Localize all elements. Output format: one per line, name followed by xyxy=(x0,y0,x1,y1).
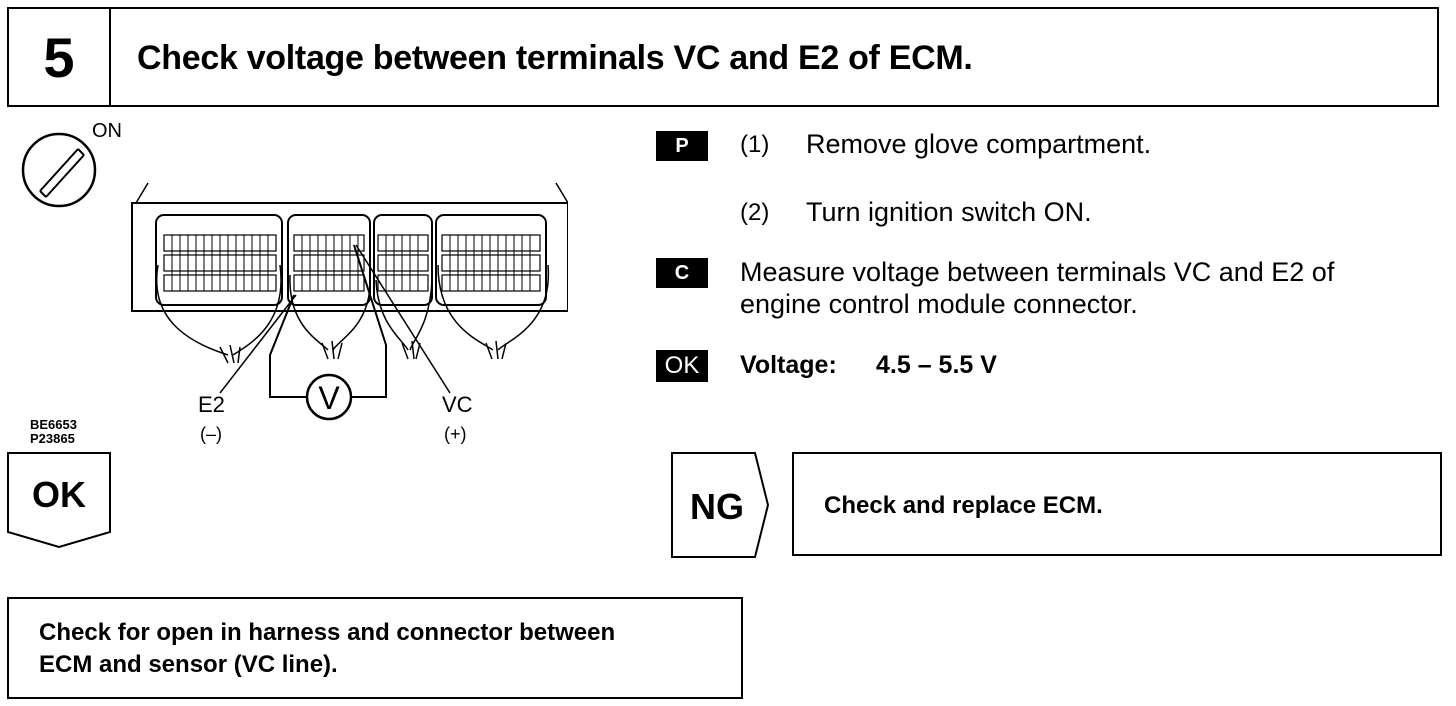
ok-action-line-2: ECM and sensor (VC line). xyxy=(39,651,338,678)
figure-code-2: P23865 xyxy=(30,431,75,446)
figure-code-1: BE6653 xyxy=(30,417,77,432)
ng-action-box: Check and replace ECM. xyxy=(792,452,1442,556)
ok-action-box: Check for open in harness and connector … xyxy=(7,597,743,699)
check-line-2: engine control module connector. xyxy=(740,289,1138,319)
spec-value: 4.5 – 5.5 V xyxy=(876,351,997,379)
step2-number: (2) xyxy=(740,199,770,226)
step-header: 5 Check voltage between terminals VC and… xyxy=(7,7,1439,107)
step1-text: Remove glove compartment. xyxy=(806,129,1152,159)
ignition-switch-icon xyxy=(21,132,97,208)
ok-action-line-1: Check for open in harness and connector … xyxy=(39,619,616,646)
ok-arrow-icon xyxy=(7,452,111,548)
ok-action-text: Check for open in harness and connector … xyxy=(39,617,615,681)
e2-terminal-label: E2 xyxy=(198,392,225,417)
ecm-voltage-diagram: ON xyxy=(21,120,568,446)
spec-label: Voltage: xyxy=(740,351,837,379)
ng-arrow-icon xyxy=(671,452,770,558)
step-title: Check voltage between terminals VC and E… xyxy=(137,39,973,77)
switch-on-label: ON xyxy=(92,120,122,142)
ok-spec-badge: OK xyxy=(656,350,708,382)
e2-polarity-label: (–) xyxy=(200,424,222,444)
ng-action-text: Check and replace ECM. xyxy=(824,492,1103,519)
step1-number: (1) xyxy=(740,131,770,158)
step-number: 5 xyxy=(43,25,75,89)
check-badge: C xyxy=(656,258,708,288)
vc-polarity-label: (+) xyxy=(444,424,467,444)
voltmeter-symbol: V xyxy=(318,380,340,416)
prep-badge: P xyxy=(656,131,708,161)
step2-text: Turn ignition switch ON. xyxy=(806,197,1092,227)
vc-terminal-label: VC xyxy=(442,392,473,417)
ecm-connector-icon xyxy=(131,182,568,364)
ok-outcome-label: OK xyxy=(32,474,86,515)
check-line-1: Measure voltage between terminals VC and… xyxy=(740,257,1335,287)
voltmeter-icon: V xyxy=(269,244,387,421)
step-number-cell: 5 xyxy=(9,9,111,105)
ng-outcome-label: NG xyxy=(690,486,744,527)
